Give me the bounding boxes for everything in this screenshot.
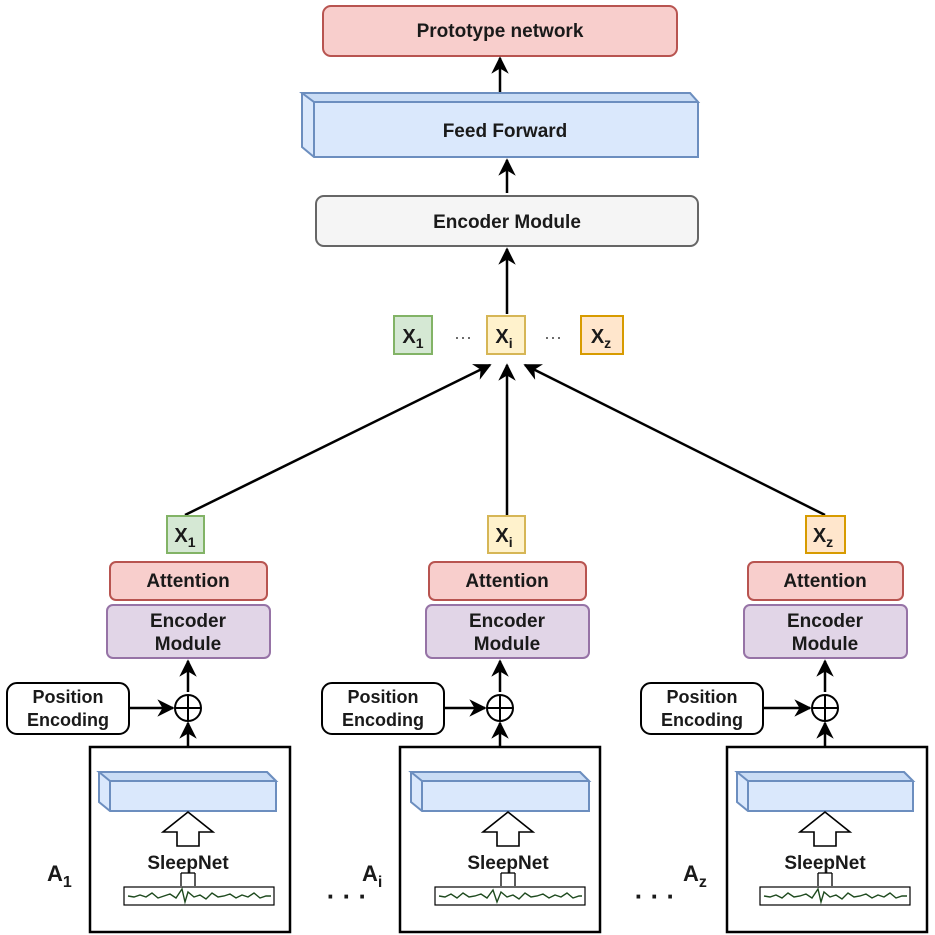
prototype-network-box: Prototype network <box>322 5 678 57</box>
sequence-x1-token: X1 <box>393 315 433 355</box>
branch-1-x-label: X1 <box>174 525 195 550</box>
branch-1-encoder-box <box>106 604 271 659</box>
bottom-ellipsis-right: · · · <box>635 881 675 911</box>
branch-i-a-label: Ai <box>362 861 382 891</box>
branch-z-eeg-waveform <box>763 887 907 905</box>
branch-i-encoder-box <box>425 604 590 659</box>
branch-1: X1 Attention Encoder Module Position Enc… <box>6 515 292 934</box>
branch-z-sleepnet-label: SleepNet <box>784 853 866 874</box>
branch-1-pos-line2: Encoding <box>27 710 109 730</box>
branch-z-pos-line1: Position <box>667 687 738 707</box>
branch-i-position-encoding-box <box>321 682 445 735</box>
sequence-ellipsis-left: ··· <box>454 327 472 347</box>
branch-1-attention-box <box>109 561 268 601</box>
branch-i: Xi Attention Encoder Module Position Enc… <box>321 515 602 934</box>
branch-z: Xz Attention Encoder Module Position Enc… <box>640 515 929 934</box>
svg-text:Xz: Xz <box>591 326 611 351</box>
svg-text:Xi: Xi <box>495 326 512 351</box>
branch-z-pos-line2: Encoding <box>661 710 743 730</box>
seq-xi-sub: i <box>509 335 513 351</box>
sequence-xi-token: Xi <box>486 315 526 355</box>
branch-i-eeg-waveform <box>438 888 582 905</box>
feed-forward-block: Feed Forward <box>299 92 701 158</box>
branch-1-attention-label: Attention <box>146 571 229 592</box>
seq-x1-base: X <box>402 326 416 348</box>
branch-z-position-encoding-box <box>640 682 764 735</box>
svg-text:X1: X1 <box>402 326 423 351</box>
branch-1-hollow-arrow <box>160 810 216 847</box>
branch-i-x-label: Xi <box>495 525 512 550</box>
sequence-ellipsis-right: ··· <box>544 327 562 347</box>
branch-z-x-label: Xz <box>813 525 833 550</box>
seq-xz-sub: z <box>604 335 611 351</box>
seq-x1-sub: 1 <box>416 335 424 351</box>
feed-forward-label: Feed Forward <box>443 121 568 142</box>
branch-z-hollow-arrow <box>797 810 853 847</box>
prototype-network-label: Prototype network <box>417 21 584 42</box>
arrow-xz-to-sequence <box>523 363 826 517</box>
branch-1-eeg-waveform <box>127 887 271 905</box>
encoder-module-top-label: Encoder Module <box>433 212 581 233</box>
branch-i-pos-line1: Position <box>348 687 419 707</box>
sequence-xz-token: Xz <box>580 315 624 355</box>
branch-1-sleepnet-label: SleepNet <box>147 853 229 874</box>
branch-1-a-label: A1 <box>47 861 72 891</box>
branch-z-attention-box <box>747 561 904 601</box>
branch-i-attention-box <box>428 561 587 601</box>
branch-1-position-encoding-box <box>6 682 130 735</box>
branch-i-encoder-line2: Module <box>474 634 541 655</box>
branch-i-attention-label: Attention <box>465 571 548 592</box>
arrow-x1-to-sequence <box>184 363 492 517</box>
branch-z-encoder-box <box>743 604 908 659</box>
branch-z-attention-label: Attention <box>783 571 866 592</box>
branch-z-encoder-line1: Encoder <box>787 611 864 632</box>
branch-i-sleepnet-label: SleepNet <box>467 853 549 874</box>
branch-1-encoder-line1: Encoder <box>150 611 227 632</box>
bottom-ellipsis-left: · · · <box>327 881 367 911</box>
seq-xz-base: X <box>591 326 605 348</box>
seq-xi-base: X <box>495 326 509 348</box>
branch-z-a-label: Az <box>683 861 707 891</box>
encoder-module-top-box: Encoder Module <box>315 195 699 247</box>
branch-1-pos-line1: Position <box>33 687 104 707</box>
branch-1-encoder-line2: Module <box>155 634 222 655</box>
branch-z-encoder-line2: Module <box>792 634 859 655</box>
branch-i-hollow-arrow <box>480 810 536 847</box>
branch-i-pos-line2: Encoding <box>342 710 424 730</box>
branch-i-encoder-line1: Encoder <box>469 611 546 632</box>
